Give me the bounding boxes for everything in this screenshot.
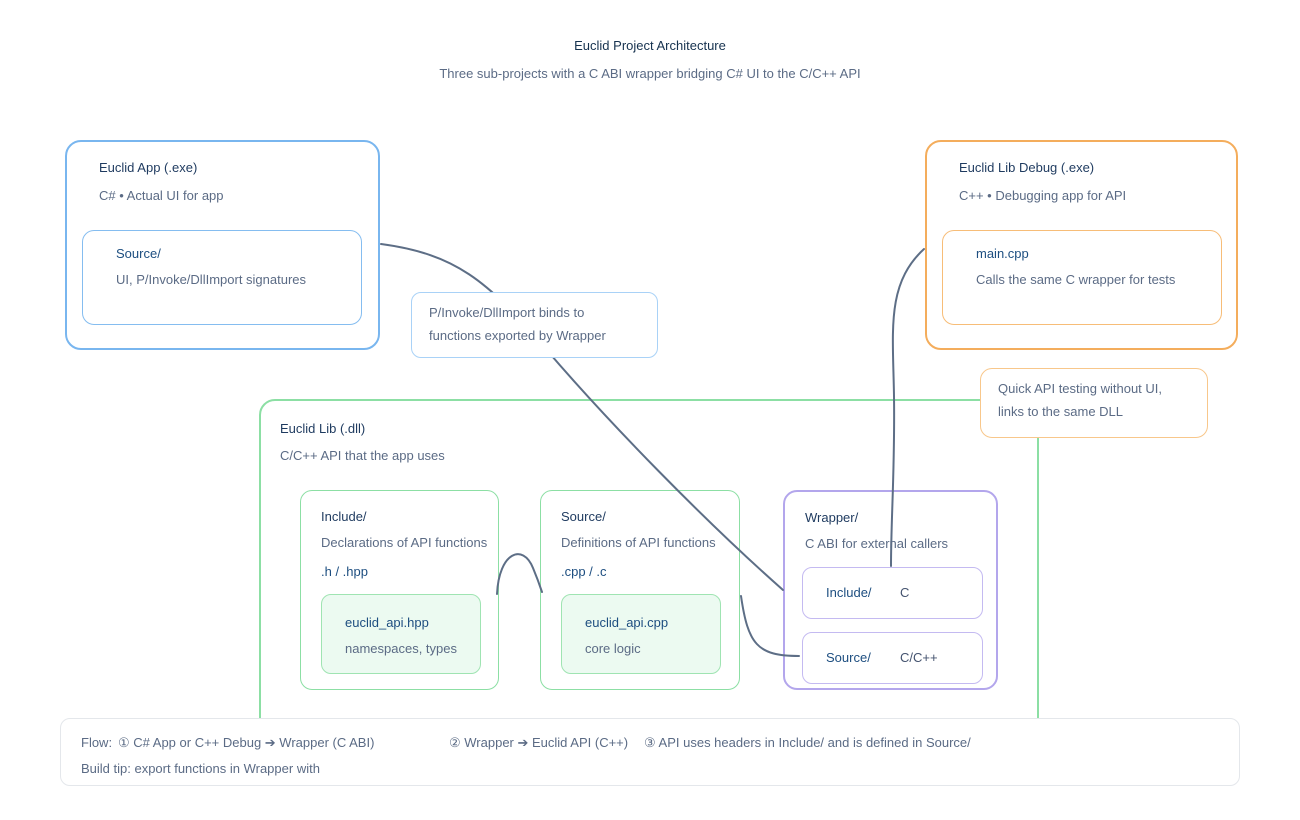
- note-quick-testing-line1: Quick API testing without UI,: [998, 381, 1163, 396]
- node-lib-include: Include/ Declarations of API functions .…: [300, 490, 499, 690]
- node-wrapper-desc: C ABI for external callers: [805, 536, 949, 551]
- flow-step-2: ② Wrapper ➔ Euclid API (C++): [449, 735, 629, 750]
- node-euclid-lib-debug: Euclid Lib Debug (.exe) C++ • Debugging …: [925, 140, 1238, 350]
- node-euclid-api-hpp-name: euclid_api.hpp: [345, 615, 429, 630]
- node-lib-include-ext: .h / .hpp: [321, 564, 368, 579]
- node-euclid-api-hpp-desc: namespaces, types: [345, 641, 458, 656]
- node-lib-source: Source/ Definitions of API functions .cp…: [540, 490, 740, 690]
- node-euclid-app-title: Euclid App (.exe): [99, 160, 198, 175]
- node-debug-main-cpp-name: main.cpp: [976, 246, 1029, 261]
- node-euclid-lib-debug-subtitle: C++ • Debugging app for API: [959, 188, 1127, 203]
- node-lib-source-ext: .cpp / .c: [561, 564, 607, 579]
- flow-label: Flow:: [81, 735, 113, 750]
- node-euclid-app-subtitle: C# • Actual UI for app: [99, 188, 224, 203]
- page-title: Euclid Project Architecture: [574, 38, 726, 53]
- node-wrapper-include-lang: C: [900, 585, 910, 600]
- node-lib-source-desc: Definitions of API functions: [561, 535, 716, 550]
- note-pinvoke: P/Invoke/DllImport binds to functions ex…: [411, 292, 658, 358]
- note-pinvoke-line2: functions exported by Wrapper: [429, 328, 606, 343]
- flow-step-1: ① C# App or C++ Debug ➔ Wrapper (C ABI): [118, 735, 375, 750]
- node-wrapper-source: Source/ C/C++: [802, 632, 983, 684]
- node-wrapper-source-lang: C/C++: [900, 650, 938, 665]
- node-wrapper-name: Wrapper/: [805, 510, 859, 525]
- node-euclid-lib-title: Euclid Lib (.dll): [280, 421, 366, 436]
- flow-step-3: ③ API uses headers in Include/ and is de…: [644, 735, 971, 750]
- node-euclid-api-hpp: euclid_api.hpp namespaces, types: [321, 594, 481, 674]
- node-app-source-name: Source/: [116, 246, 161, 261]
- node-wrapper-include-name: Include/: [826, 585, 872, 600]
- note-quick-testing-line2: links to the same DLL: [998, 404, 1124, 419]
- flow-legend: Flow: ① C# App or C++ Debug ➔ Wrapper (C…: [60, 718, 1240, 786]
- node-euclid-lib-subtitle: C/C++ API that the app uses: [280, 448, 445, 463]
- note-quick-testing: Quick API testing without UI, links to t…: [980, 368, 1208, 438]
- flow-build-tip: Build tip: export functions in Wrapper w…: [81, 761, 320, 776]
- node-debug-main-cpp: main.cpp Calls the same C wrapper for te…: [942, 230, 1222, 325]
- node-wrapper-include: Include/ C: [802, 567, 983, 619]
- node-lib-include-name: Include/: [321, 509, 367, 524]
- node-app-source-desc: UI, P/Invoke/DllImport signatures: [116, 272, 307, 287]
- node-euclid-app: Euclid App (.exe) C# • Actual UI for app…: [65, 140, 380, 350]
- page-subtitle: Three sub-projects with a C ABI wrapper …: [439, 66, 861, 81]
- node-euclid-lib-debug-title: Euclid Lib Debug (.exe): [959, 160, 1095, 175]
- node-euclid-api-cpp-name: euclid_api.cpp: [585, 615, 669, 630]
- note-pinvoke-line1: P/Invoke/DllImport binds to: [429, 305, 585, 320]
- node-app-source: Source/ UI, P/Invoke/DllImport signature…: [82, 230, 362, 325]
- node-euclid-api-cpp: euclid_api.cpp core logic: [561, 594, 721, 674]
- node-debug-main-cpp-desc: Calls the same C wrapper for tests: [976, 272, 1176, 287]
- node-wrapper: Wrapper/ C ABI for external callers Incl…: [783, 490, 998, 690]
- node-lib-include-desc: Declarations of API functions: [321, 535, 488, 550]
- node-euclid-api-cpp-desc: core logic: [585, 641, 641, 656]
- node-wrapper-source-name: Source/: [826, 650, 871, 665]
- node-lib-source-name: Source/: [561, 509, 606, 524]
